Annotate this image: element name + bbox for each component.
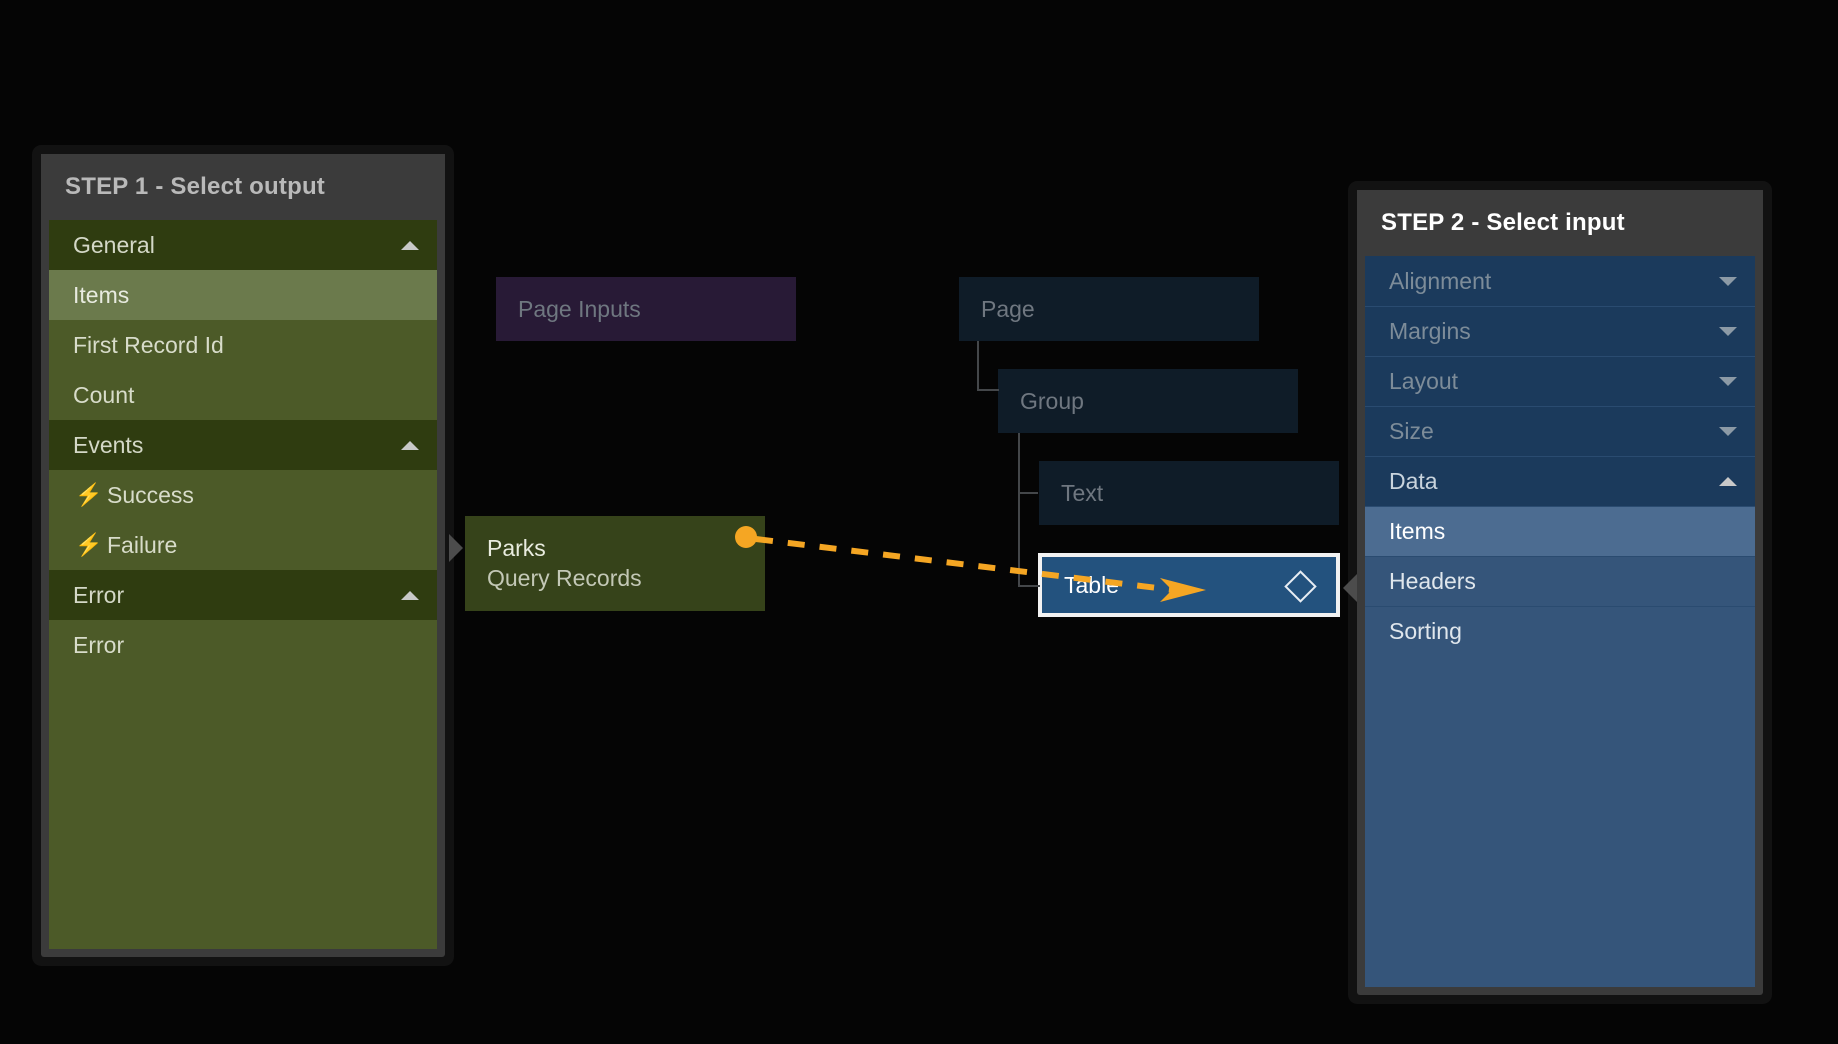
node-text[interactable]: Text [1039,461,1339,525]
step1-row-label: First Record Id [73,331,224,358]
step2-row-label: Data [1389,468,1438,494]
node-parks-subtitle: Query Records [487,564,642,591]
expand-caret-icon[interactable] [1719,327,1737,336]
step1-row-count[interactable]: Count [49,370,437,420]
step1-row-label: Failure [107,531,178,558]
step2-row-items[interactable]: Items [1365,506,1755,556]
step2-input-pointer [1343,574,1357,602]
step2-row-data[interactable]: Data [1365,456,1755,506]
step1-title: STEP 1 - Select output [41,154,445,220]
lightning-bolt-icon: ⚡ [75,532,103,557]
step2-row-label: Sorting [1389,618,1462,644]
collapse-caret-icon[interactable] [401,590,419,600]
step1-output-pointer [449,534,463,562]
step2-row-headers[interactable]: Headers [1365,556,1755,606]
node-table-label: Table [1064,571,1119,598]
tree-line-group-text [1018,492,1038,494]
step2-row-label: Size [1389,418,1434,444]
step1-row-error[interactable]: Error [49,620,437,670]
step1-row-error[interactable]: Error [49,570,437,620]
step2-row-label: Layout [1389,368,1459,394]
step2-row-layout[interactable]: Layout [1365,356,1755,406]
node-group[interactable]: Group [998,369,1298,433]
step1-row-first-record-id[interactable]: First Record Id [49,320,437,370]
step1-row-label: General [73,231,155,258]
node-page-label: Page [981,295,1035,322]
lightning-bolt-icon: ⚡ [75,482,103,507]
step1-row-label: Items [73,281,130,308]
node-page[interactable]: Page [959,277,1259,341]
node-group-label: Group [1020,387,1084,414]
step2-row-sorting[interactable]: Sorting [1365,606,1755,656]
node-page-inputs-label: Page Inputs [518,295,641,322]
step1-row-events[interactable]: Events [49,420,437,470]
node-parks-title: Parks [487,535,546,562]
node-page-inputs[interactable]: Page Inputs [496,277,796,341]
expand-caret-icon[interactable] [1719,276,1737,286]
collapse-caret-icon[interactable] [401,440,419,450]
step1-row-label: Error [73,631,125,658]
step2-row-label: Items [1389,518,1446,544]
step2-row-label: Alignment [1389,267,1492,294]
collapse-caret-icon[interactable] [401,240,419,250]
step1-row-items[interactable]: Items [49,270,437,320]
step2-row-size[interactable]: Size [1365,406,1755,456]
step2-row-label: Margins [1389,318,1471,344]
step1-row-general[interactable]: General [49,220,437,270]
diamond-icon [1284,570,1317,603]
node-parks[interactable]: Parks Query Records [465,516,765,611]
node-table[interactable]: Table [1038,553,1340,617]
step2-row-margins[interactable]: Margins [1365,306,1755,356]
step2-row-alignment[interactable]: Alignment [1365,256,1755,306]
tree-line-page-group [977,341,999,391]
step1-row-label: Success [107,481,194,508]
step1-row-success[interactable]: ⚡Success [49,470,437,520]
step1-row-failure[interactable]: ⚡Failure [49,520,437,570]
node-text-label: Text [1061,479,1104,506]
expand-caret-icon[interactable] [1719,377,1737,386]
step1-row-label: Count [73,381,135,408]
step2-row-label: Headers [1389,568,1476,594]
step2-title: STEP 2 - Select input [1357,190,1763,256]
collapse-caret-icon[interactable] [1719,477,1737,486]
tree-line-group-children [1018,433,1040,587]
step1-row-label: Error [73,581,125,608]
expand-caret-icon[interactable] [1719,427,1737,436]
step1-row-label: Events [73,431,144,458]
